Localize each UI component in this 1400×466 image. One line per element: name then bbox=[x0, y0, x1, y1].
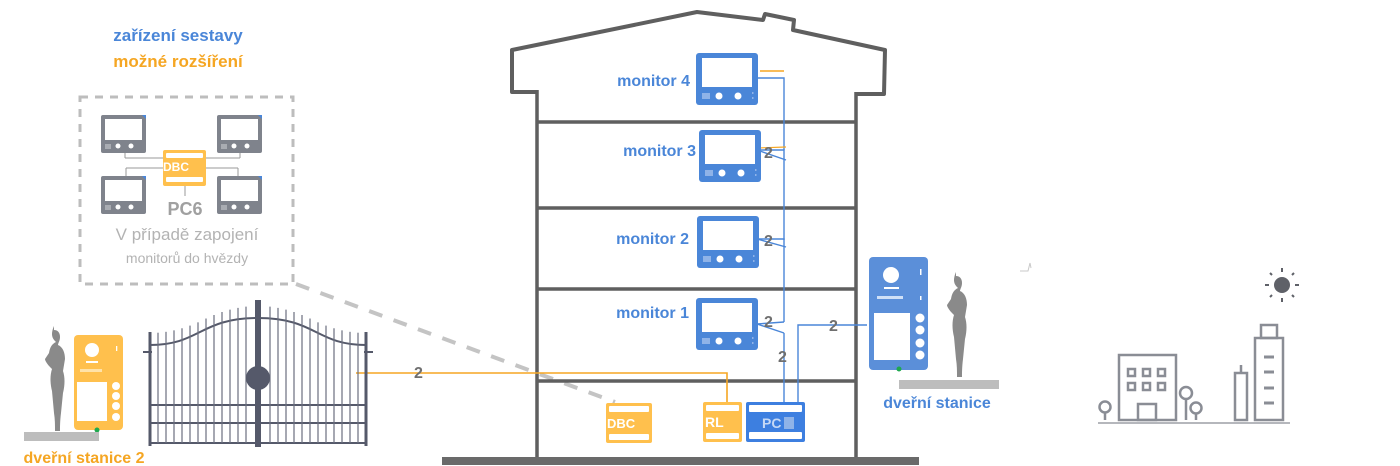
wire-count-gate: 2 bbox=[414, 365, 423, 382]
door-station-2-label: dveřní stanice 2 bbox=[24, 450, 145, 466]
wire-count-monitor3: 2 bbox=[764, 145, 773, 162]
basement-relay-label: RL bbox=[705, 414, 724, 430]
monitor-4-label: monitor 4 bbox=[617, 73, 690, 90]
wire-count-monitor1: 2 bbox=[764, 314, 773, 331]
inset-monitor-bottom-right bbox=[217, 176, 262, 214]
monitor-3-device bbox=[699, 130, 761, 182]
star-wiring-inset: DBC PC6 V případě zapojení monitorů do h… bbox=[78, 95, 295, 286]
door-station-main-platform bbox=[899, 380, 999, 389]
extension-stub-monitor3 bbox=[756, 146, 787, 149]
bus-wiring bbox=[756, 77, 867, 402]
wire-count-riser: 2 bbox=[778, 349, 787, 366]
inset-model-label: PC6 bbox=[167, 199, 202, 219]
sun-icon bbox=[1265, 268, 1299, 302]
gate-wire bbox=[356, 372, 728, 414]
inset-monitor-top-left bbox=[101, 115, 146, 153]
wire-count-monitor2: 2 bbox=[764, 233, 773, 250]
monitor-3-label: monitor 3 bbox=[623, 143, 696, 160]
door-station-main bbox=[869, 257, 928, 372]
gate-icon bbox=[143, 300, 373, 447]
basement-dbc-unit: DBC bbox=[606, 403, 652, 443]
inset-caption-line2: monitorů do hvězdy bbox=[126, 250, 248, 266]
basement-power-unit: PC bbox=[746, 402, 805, 442]
inset-monitor-bottom-left bbox=[101, 176, 146, 214]
legend-system-devices: zařízení sestavy bbox=[113, 26, 243, 45]
basement-dbc-label: DBC bbox=[607, 416, 636, 431]
inset-dbc-label: DBC bbox=[163, 160, 189, 174]
door-station-2-platform bbox=[24, 432, 99, 441]
inset-dbc-hub: DBC bbox=[163, 150, 206, 186]
person-silhouette-gate bbox=[45, 326, 65, 431]
monitor-2-label: monitor 2 bbox=[616, 231, 689, 248]
city-buildings-icon bbox=[1098, 323, 1290, 424]
monitor-2-device bbox=[697, 216, 759, 268]
basement-power-label: PC bbox=[762, 415, 781, 431]
person-silhouette-main bbox=[947, 272, 967, 377]
legend-possible-extension: možné rozšíření bbox=[113, 52, 244, 71]
basement-relay-unit: RL bbox=[703, 402, 742, 442]
inset-monitor-top-right bbox=[217, 115, 262, 153]
stray-mark bbox=[1020, 262, 1032, 272]
door-station-2 bbox=[74, 335, 123, 433]
door-station-main-label: dveřní stanice bbox=[883, 395, 991, 412]
house-outline bbox=[442, 10, 919, 465]
inset-caption-line1: V případě zapojení bbox=[116, 225, 259, 244]
inset-connector-dashed bbox=[295, 282, 616, 404]
wire-count-door-station: 2 bbox=[829, 318, 838, 335]
monitor-1-device bbox=[696, 298, 758, 350]
inset-dashed-border bbox=[78, 95, 295, 286]
monitor-1-label: monitor 1 bbox=[616, 305, 689, 322]
monitor-4-device bbox=[696, 53, 758, 105]
ground-slab bbox=[442, 457, 919, 465]
